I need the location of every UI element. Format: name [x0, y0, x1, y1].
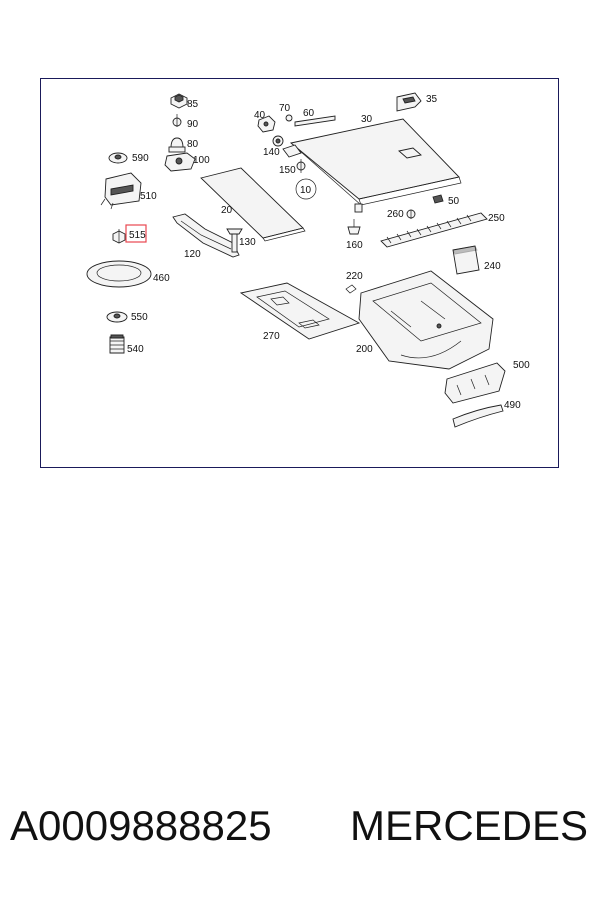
callout-130: 130	[239, 237, 256, 248]
part-150	[296, 159, 306, 173]
callout-10: 10	[300, 185, 312, 196]
part-35	[396, 92, 422, 112]
part-490	[452, 404, 504, 428]
part-70	[285, 114, 293, 122]
part-number: A0009888825	[10, 802, 272, 849]
part-40	[257, 115, 276, 133]
callout-515: 515	[129, 230, 146, 241]
part-120	[172, 213, 240, 258]
part-540	[109, 334, 125, 354]
part-270	[239, 282, 361, 340]
callout-100: 100	[193, 155, 210, 166]
part-80	[168, 137, 186, 153]
callout-80: 80	[187, 139, 199, 150]
callout-460: 460	[153, 273, 170, 284]
part-590	[108, 152, 128, 164]
part-50	[432, 194, 444, 204]
callout-120: 120	[184, 249, 201, 260]
part-100	[164, 152, 196, 172]
callout-500: 500	[513, 360, 530, 371]
part-85	[170, 93, 188, 109]
part-20	[200, 167, 306, 242]
callout-260: 260	[387, 209, 404, 220]
part-90	[172, 114, 182, 127]
callout-240: 240	[484, 261, 501, 272]
part-220	[345, 284, 357, 294]
callout-250: 250	[488, 213, 505, 224]
callout-labels: 85 90 80 590 100 510 515 460 550 540 120…	[125, 94, 530, 411]
part-240	[452, 245, 480, 275]
callout-50: 50	[448, 196, 460, 207]
part-510	[100, 172, 142, 210]
part-515	[112, 229, 126, 244]
part-550	[106, 311, 128, 323]
callout-510: 510	[140, 191, 157, 202]
callout-200: 200	[356, 344, 373, 355]
part-10	[295, 178, 317, 200]
parts-diagram-frame: 85 90 80 590 100 510 515 460 550 540 120…	[40, 78, 559, 468]
callout-40: 40	[254, 110, 266, 121]
part-500	[444, 362, 506, 404]
part-460	[86, 260, 152, 288]
part-130	[226, 228, 243, 253]
part-260	[406, 209, 416, 219]
callout-20: 20	[221, 205, 233, 216]
callout-85: 85	[187, 99, 199, 110]
callout-540: 540	[127, 344, 144, 355]
callout-590: 590	[132, 153, 149, 164]
manufacturer-name: MERCEDES	[350, 802, 589, 849]
callout-550: 550	[131, 312, 148, 323]
callout-90: 90	[187, 119, 199, 130]
part-140	[272, 135, 284, 147]
callout-270: 270	[263, 331, 280, 342]
callout-35: 35	[426, 94, 438, 105]
callout-160: 160	[346, 240, 363, 251]
callout-70: 70	[279, 103, 291, 114]
part-250	[380, 212, 488, 248]
callout-150: 150	[279, 165, 296, 176]
part-200	[358, 270, 494, 370]
callout-60: 60	[303, 108, 315, 119]
callout-515-highlight	[125, 224, 147, 243]
callout-140: 140	[263, 147, 280, 158]
part-160	[347, 219, 361, 235]
part-30	[282, 118, 462, 213]
parts-diagram: 85 90 80 590 100 510 515 460 550 540 120…	[86, 92, 530, 428]
callout-220: 220	[346, 271, 363, 282]
part-60	[294, 115, 336, 127]
callout-490: 490	[504, 400, 521, 411]
callout-30: 30	[361, 114, 373, 125]
